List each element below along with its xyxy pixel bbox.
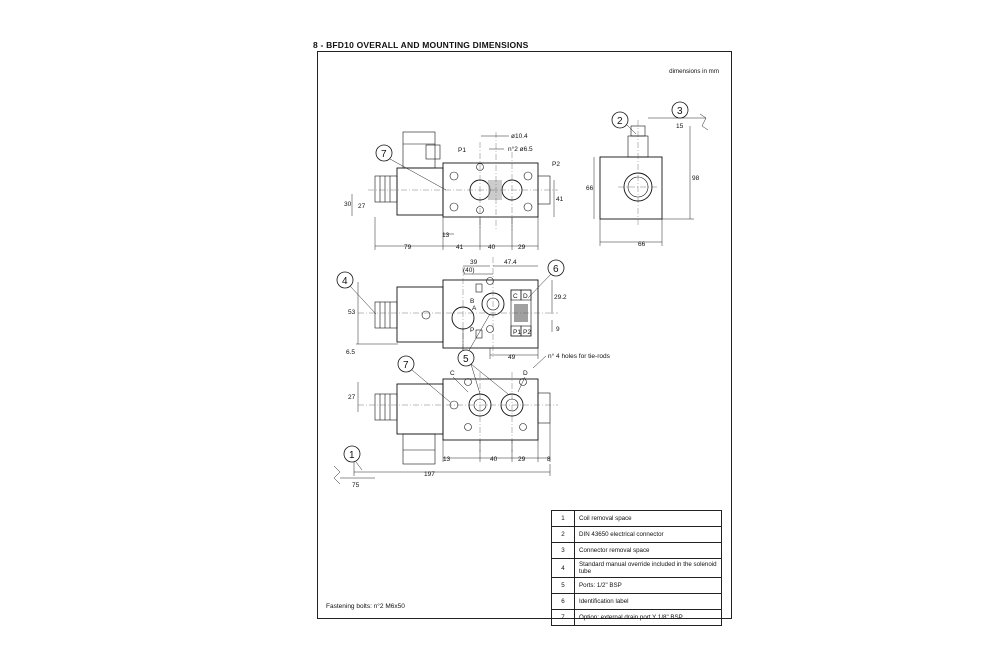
port-label-d-bottom: D xyxy=(523,370,528,377)
port-label-c-bottom: C xyxy=(450,370,455,377)
side-solenoid xyxy=(396,286,444,343)
svg-text:1: 1 xyxy=(349,450,355,461)
legend-number: 5 xyxy=(551,577,575,594)
end-view-body xyxy=(599,156,663,220)
dim-h30: 30 xyxy=(344,201,352,208)
svg-text:7: 7 xyxy=(381,149,387,160)
side-override-knob xyxy=(374,301,398,329)
svg-text:6: 6 xyxy=(553,264,559,275)
callout-2: 2 xyxy=(611,111,637,135)
bottom-connector xyxy=(402,433,436,465)
legend-description: Identification label xyxy=(574,593,722,610)
units-note: dimensions in mm xyxy=(669,68,719,75)
port-label-a: A xyxy=(472,305,477,312)
legend-description: Ports: 1/2" BSP xyxy=(574,577,722,594)
legend-description: DIN 43650 electrical connector xyxy=(574,526,722,543)
dim-end-h15: 15 xyxy=(676,123,684,130)
legend-number: 1 xyxy=(551,510,575,527)
dim-bottom-x75: 75 xyxy=(352,482,360,489)
dim-x47-4: 47.4 xyxy=(504,259,517,266)
dim-bottom-x13: 13 xyxy=(443,456,451,463)
dim-bottom-x40: 40 xyxy=(490,456,498,463)
dim-x40p: (40) xyxy=(463,267,475,274)
legend-description: Standard manual override included in the… xyxy=(574,558,722,578)
dim-x49: 49 xyxy=(508,354,516,361)
svg-text:3: 3 xyxy=(677,106,683,117)
dim-h41: 41 xyxy=(556,196,564,203)
dim-h6-5: 6.5 xyxy=(346,349,355,356)
legend-number: 4 xyxy=(551,558,575,578)
legend-number: 6 xyxy=(551,593,575,610)
port-label-b: B xyxy=(470,298,474,305)
callout-5-side: 5 xyxy=(457,313,491,367)
page-heading: 8 - BFD10 OVERALL AND MOUNTING DIMENSION… xyxy=(313,40,529,50)
dim-x39: 39 xyxy=(470,259,478,266)
label-d: D xyxy=(523,293,528,300)
legend-description: Connector removal space xyxy=(574,542,722,559)
port-label-p2: P2 xyxy=(552,161,560,168)
dim-x13: 13 xyxy=(442,232,450,239)
svg-text:4: 4 xyxy=(342,276,348,287)
dim-h29-2: 29.2 xyxy=(554,294,567,301)
legend-description: Coil removal space xyxy=(574,510,722,527)
dim-end-w66: 66 xyxy=(638,241,646,248)
svg-text:7: 7 xyxy=(403,360,409,371)
side-view: C D P1 P2 B A P 39 (40) 47.4 53 29.2 9 xyxy=(346,257,611,369)
dim-end-h66: 66 xyxy=(586,185,594,192)
label-p1: P1 xyxy=(513,329,521,336)
connector xyxy=(402,131,436,169)
drawing-frame: dimensions in mm Fastening bolts: n°2 M6… xyxy=(317,51,732,626)
solenoid-coil xyxy=(396,167,444,216)
label-c: C xyxy=(513,293,518,300)
callout-3: 3 xyxy=(671,101,689,119)
dimension-drawing: ø10.4 n°2 ø6.5 P1 P2 30 27 41 13 79 41 4… xyxy=(333,101,709,489)
fastening-note: Fastening bolts: n°2 M6x50 xyxy=(326,603,405,610)
bottom-solenoid xyxy=(396,383,444,435)
side-valve-body xyxy=(442,279,539,349)
legend-number: 3 xyxy=(551,542,575,559)
dim-end-h98: 98 xyxy=(692,175,700,182)
dim-x41: 41 xyxy=(456,244,464,251)
bottom-view: C D 27 13 40 29 8 197 75 xyxy=(333,370,558,489)
callout-7-top: 7 xyxy=(375,144,447,191)
dim-bottom-x8: 8 xyxy=(547,456,551,463)
dim-bottom-x197: 197 xyxy=(424,471,435,478)
svg-text:2: 2 xyxy=(617,116,623,127)
note-tie-rods: n° 4 holes for tie-rods xyxy=(548,352,611,360)
label-p2: P2 xyxy=(523,329,531,336)
port-label-p1: P1 xyxy=(458,147,466,154)
svg-text:5: 5 xyxy=(463,354,469,365)
end-view: 66 98 15 66 xyxy=(586,113,709,248)
port-label-p: P xyxy=(470,327,474,334)
dim-h53: 53 xyxy=(348,309,356,316)
dim-bottom-x29: 29 xyxy=(518,456,526,463)
callout-5-bottom xyxy=(470,363,509,395)
legend-number: 7 xyxy=(551,609,575,626)
dim-x40: 40 xyxy=(488,244,496,251)
dim-d10-4: ø10.4 xyxy=(511,133,528,140)
callout-4: 4 xyxy=(336,271,377,315)
callout-6: 6 xyxy=(527,259,565,299)
dim-h9: 9 xyxy=(556,326,560,333)
callout-7-bottom: 7 xyxy=(397,355,451,403)
legend-description: Option: external drain port Y 1/8" BSP xyxy=(574,609,722,626)
override-knob xyxy=(374,175,398,203)
dim-x29: 29 xyxy=(518,244,526,251)
legend-number: 2 xyxy=(551,526,575,543)
bottom-override-knob xyxy=(374,393,398,421)
dim-h27: 27 xyxy=(358,203,366,210)
callout-1: 1 xyxy=(343,445,363,471)
dim-bottom-h27: 27 xyxy=(348,394,356,401)
dim-x79: 79 xyxy=(404,244,412,251)
top-view: ø10.4 n°2 ø6.5 P1 P2 30 27 41 13 79 41 4… xyxy=(344,131,564,251)
dim-holes: n°2 ø6.5 xyxy=(508,145,533,153)
